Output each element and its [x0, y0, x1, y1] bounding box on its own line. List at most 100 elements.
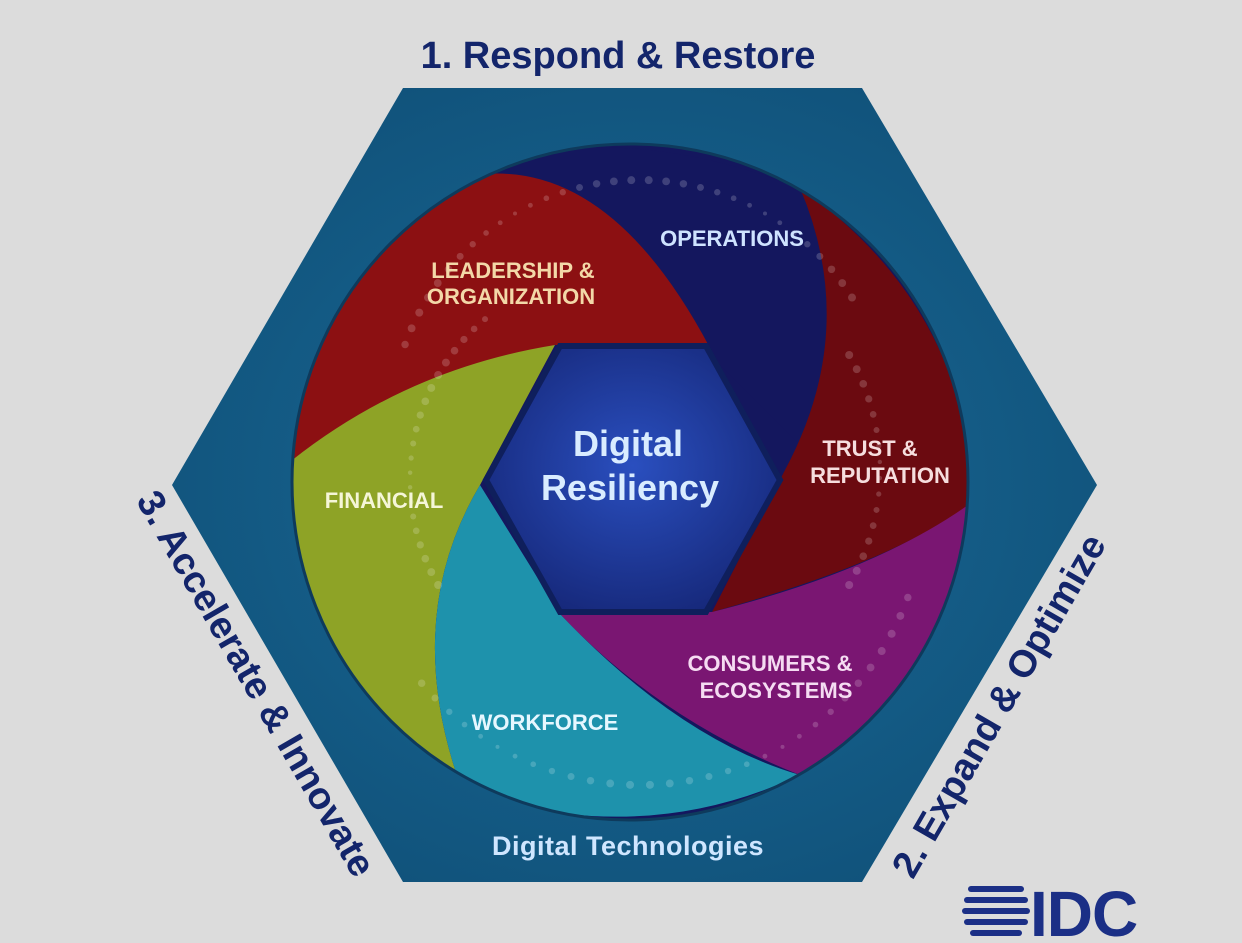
- decorative-dot: [804, 241, 811, 248]
- decorative-dot: [412, 527, 420, 535]
- decorative-dot: [408, 499, 414, 505]
- label-workforce: WORKFORCE: [472, 710, 619, 735]
- decorative-dot: [877, 475, 883, 481]
- idc-globe-icon: [962, 886, 1030, 936]
- decorative-dot: [865, 395, 873, 403]
- decorative-dot: [441, 358, 450, 367]
- decorative-dot: [543, 195, 550, 202]
- label-financial: FINANCIAL: [325, 488, 444, 513]
- decorative-dot: [606, 779, 615, 788]
- decorative-dot: [896, 612, 905, 620]
- decorative-dot: [730, 195, 737, 202]
- decorative-dot: [415, 308, 424, 317]
- decorative-dot: [478, 733, 484, 739]
- decorative-dot: [548, 767, 556, 775]
- decorative-dot: [869, 411, 877, 418]
- idc-logo-text: IDC: [1030, 878, 1137, 943]
- decorative-dot: [679, 180, 688, 188]
- decorative-dot: [410, 440, 417, 447]
- decorative-dot: [873, 427, 880, 434]
- decorative-dot: [859, 380, 868, 388]
- phase-respond-restore: 1. Respond & Restore: [421, 35, 816, 77]
- decorative-dot: [559, 189, 566, 196]
- decorative-dot: [848, 293, 857, 302]
- center-title-line2: Resiliency: [541, 467, 719, 508]
- decorative-dot: [865, 537, 873, 545]
- decorative-dot: [827, 265, 836, 274]
- label-operations: OPERATIONS: [660, 226, 804, 251]
- decorative-dot: [762, 753, 768, 759]
- segment-consumers: [560, 500, 968, 775]
- decorative-dot: [527, 202, 533, 208]
- decorative-dot: [450, 346, 459, 355]
- decorative-dot: [444, 265, 453, 274]
- decorative-dot: [841, 694, 849, 702]
- decorative-dot: [567, 773, 575, 781]
- decorative-dot: [747, 202, 753, 208]
- decorative-dot: [416, 541, 424, 549]
- decorative-dot: [645, 780, 654, 789]
- decorative-dot: [497, 220, 503, 226]
- decorative-dot: [904, 593, 912, 602]
- decorative-dot: [469, 241, 476, 248]
- decorative-dot: [495, 744, 500, 749]
- decorative-dot: [877, 459, 883, 465]
- decorative-dot: [876, 491, 882, 497]
- decorative-dot: [685, 776, 694, 785]
- center-title-line1: Digital: [573, 423, 683, 464]
- segment-workforce: [434, 485, 800, 817]
- decorative-dot: [456, 252, 464, 260]
- decorative-dot: [845, 581, 854, 589]
- decorative-dot: [724, 767, 732, 775]
- decorative-dot: [887, 629, 896, 638]
- decorative-dots: [401, 176, 912, 789]
- decorative-dot: [483, 230, 489, 236]
- digital-technologies-label: Digital Technologies: [492, 831, 764, 861]
- decorative-dot: [626, 780, 635, 789]
- decorative-dot: [873, 506, 880, 513]
- decorative-dot: [763, 211, 767, 216]
- decorative-dot: [416, 411, 424, 419]
- decorative-dot: [412, 425, 420, 433]
- decorative-dot: [627, 176, 636, 185]
- decorative-dot: [421, 554, 430, 563]
- decorative-dot: [845, 351, 854, 359]
- decorative-dot: [869, 522, 877, 529]
- decorative-dot: [609, 177, 618, 186]
- decorative-dot: [780, 744, 785, 749]
- decorative-dot: [461, 721, 468, 728]
- decorative-dot: [433, 279, 442, 287]
- decorative-dot: [866, 663, 875, 672]
- decorative-dot: [791, 230, 797, 236]
- decorative-dot: [410, 513, 417, 520]
- decorative-dot: [696, 183, 704, 191]
- decorative-dot: [838, 279, 847, 287]
- label-consumers-line2: ECOSYSTEMS: [700, 678, 853, 703]
- decorative-dot: [401, 340, 409, 349]
- label-trust-line1: TRUST &: [822, 436, 917, 461]
- decorative-dot: [705, 773, 713, 781]
- decorative-dot: [407, 470, 413, 475]
- center-hexagon: [482, 343, 784, 615]
- decorative-dot: [512, 753, 518, 759]
- decorative-dot: [417, 679, 426, 687]
- decorative-dot: [470, 325, 478, 333]
- decorative-dot: [408, 455, 414, 461]
- decorative-dot: [644, 176, 653, 185]
- decorative-dot: [530, 761, 537, 768]
- decorative-dot: [859, 552, 868, 560]
- decorative-dot: [446, 708, 453, 715]
- decorative-dot: [854, 679, 863, 687]
- decorative-dot: [421, 397, 430, 406]
- decorative-dot: [460, 335, 468, 344]
- decorative-dot: [777, 220, 783, 226]
- decorative-dot: [812, 721, 819, 728]
- decorative-dot: [407, 485, 413, 490]
- decorative-dot: [407, 324, 416, 333]
- decorative-dot: [576, 183, 584, 191]
- decorative-dot: [743, 761, 750, 768]
- decorative-dot: [876, 443, 882, 449]
- decorative-dot: [796, 733, 802, 739]
- decorative-dot: [827, 708, 834, 715]
